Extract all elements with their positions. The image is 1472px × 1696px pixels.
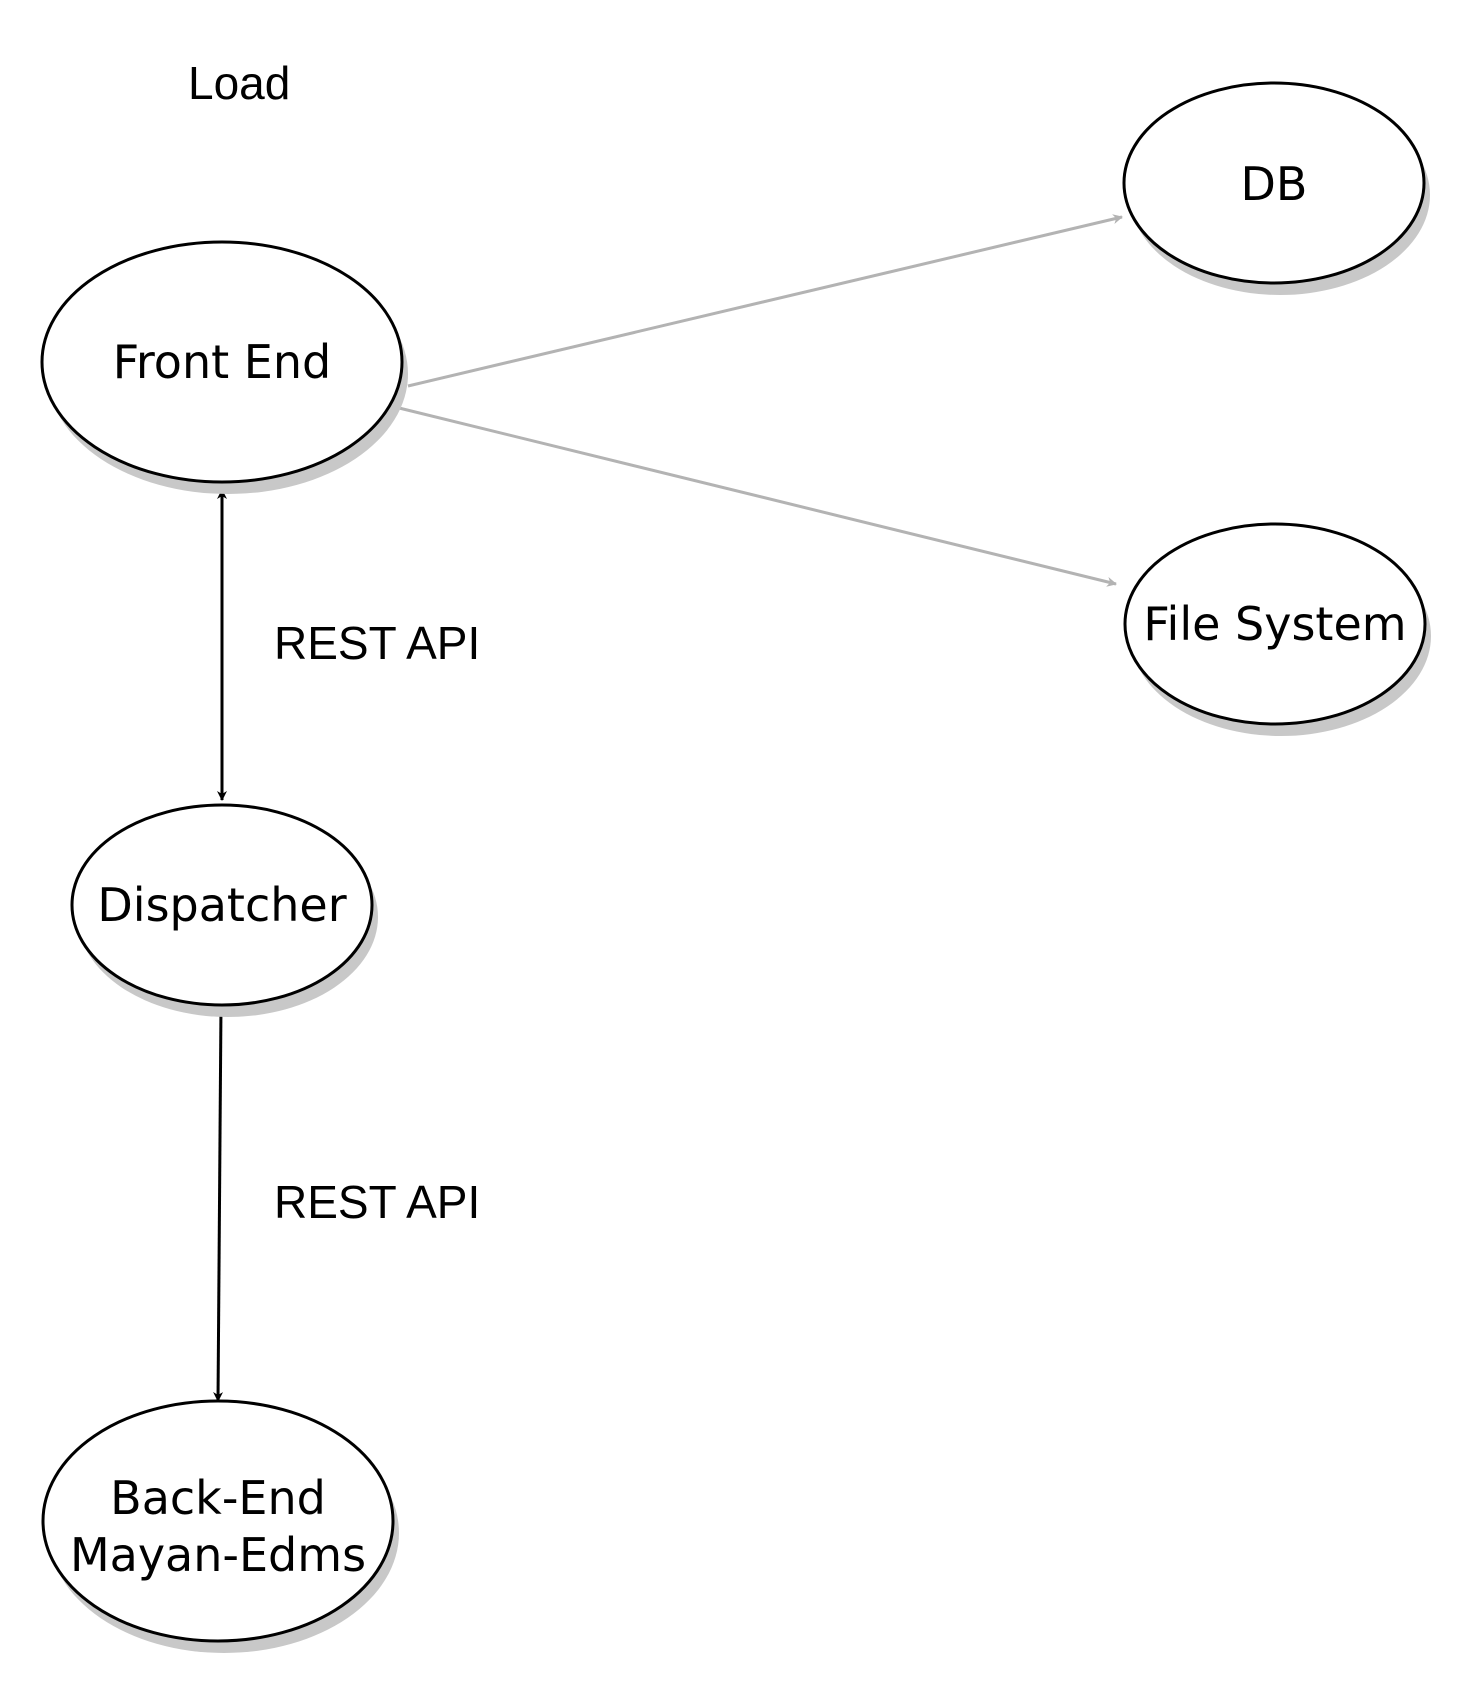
node-db: DB bbox=[1122, 81, 1430, 295]
node-front-end: Front End bbox=[40, 240, 408, 494]
node-db-label: DB bbox=[1241, 157, 1308, 211]
node-db-shape bbox=[1122, 81, 1426, 285]
node-file-system-shape bbox=[1123, 522, 1427, 726]
diagram-title: Load bbox=[188, 57, 290, 109]
node-file-system-label: File System bbox=[1143, 597, 1406, 651]
edge-front-end-to-db bbox=[407, 214, 1123, 388]
node-dispatcher-label: Dispatcher bbox=[97, 878, 346, 932]
edge-front-end-to-file-system bbox=[394, 405, 1117, 587]
node-back-end-shape bbox=[41, 1399, 395, 1643]
edge-label-rest-api-upper: REST API bbox=[274, 617, 480, 669]
node-file-system: File System bbox=[1123, 522, 1431, 736]
edge-dispatcher-to-back-end bbox=[218, 1005, 221, 1401]
node-back-end-label-line1: Back-End bbox=[110, 1471, 326, 1525]
node-front-end-label: Front End bbox=[113, 335, 331, 389]
node-dispatcher-shape bbox=[70, 803, 374, 1007]
node-back-end-label-line2: Mayan-Edms bbox=[70, 1528, 366, 1582]
node-dispatcher: Dispatcher bbox=[70, 803, 378, 1017]
edge-label-rest-api-lower: REST API bbox=[274, 1176, 480, 1228]
node-back-end: Back-End Mayan-Edms bbox=[41, 1399, 399, 1653]
node-front-end-shape bbox=[40, 240, 404, 484]
